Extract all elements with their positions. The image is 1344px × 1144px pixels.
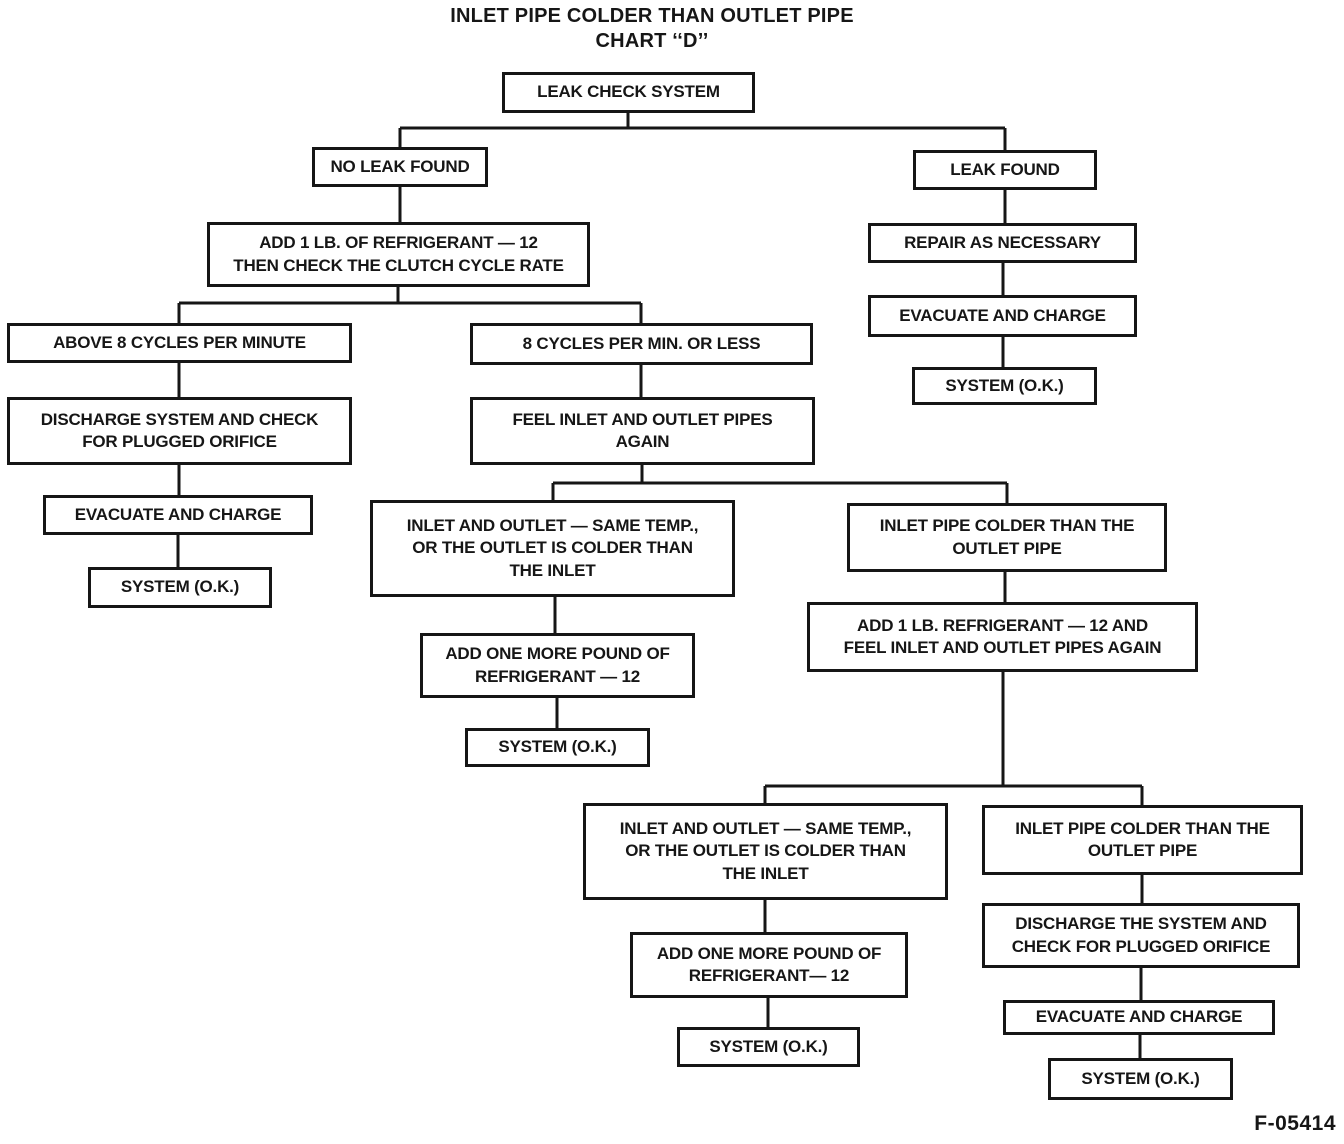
connector-left-chain <box>176 363 181 567</box>
node-system-ok-c: SYSTEM (O.K.) <box>465 728 650 767</box>
connector-leak-check-split <box>398 113 1007 150</box>
chart-title-line1: INLET PIPE COLDER THAN OUTLET PIPE <box>450 5 854 27</box>
node-add-refrigerant-check-clutch: ADD 1 LB. OF REFRIGERANT — 12 THEN CHECK… <box>207 222 590 287</box>
chart-title: INLET PIPE COLDER THAN OUTLET PIPE CHART… <box>392 4 912 54</box>
node-evacuate-and-charge-b: EVACUATE AND CHARGE <box>43 495 313 535</box>
node-eight-cycles-or-less: 8 CYCLES PER MIN. OR LESS <box>470 323 813 365</box>
node-leak-check-system: LEAK CHECK SYSTEM <box>502 72 755 113</box>
node-system-ok-d: SYSTEM (O.K.) <box>677 1027 860 1067</box>
node-system-ok-b: SYSTEM (O.K.) <box>88 567 272 608</box>
connector-clutch-rate-split <box>177 287 643 323</box>
connector-same-temp-a-chain <box>553 597 559 728</box>
node-repair-as-necessary: REPAIR AS NECESSARY <box>868 223 1137 263</box>
node-system-ok-a: SYSTEM (O.K.) <box>912 367 1097 405</box>
node-inlet-outlet-same-temp-a: INLET AND OUTLET — SAME TEMP., OR THE OU… <box>370 500 735 597</box>
connector-feel-split <box>551 465 1009 503</box>
connector-same-temp-b-chain <box>763 900 770 1027</box>
node-above-8-cycles: ABOVE 8 CYCLES PER MINUTE <box>7 323 352 363</box>
connector-add-feel-split <box>763 672 1144 805</box>
node-inlet-outlet-same-temp-b: INLET AND OUTLET — SAME TEMP., OR THE OU… <box>583 803 948 900</box>
node-add-one-more-pound-a: ADD ONE MORE POUND OF REFRIGERANT — 12 <box>420 633 695 698</box>
node-leak-found: LEAK FOUND <box>913 150 1097 190</box>
connector-leak-found-chain <box>1001 190 1007 367</box>
node-no-leak-found: NO LEAK FOUND <box>312 147 488 187</box>
figure-code-label: F-05414 <box>1254 1112 1336 1135</box>
node-inlet-colder-than-outlet-b: INLET PIPE COLDER THAN THE OUTLET PIPE <box>982 805 1303 875</box>
node-evacuate-and-charge-a: EVACUATE AND CHARGE <box>868 295 1137 337</box>
connector-colder-b-chain <box>1138 875 1144 1058</box>
node-feel-inlet-outlet-again: FEEL INLET AND OUTLET PIPES AGAIN <box>470 397 815 465</box>
node-discharge-check-orifice-b: DISCHARGE THE SYSTEM AND CHECK FOR PLUGG… <box>982 903 1300 968</box>
node-system-ok-e: SYSTEM (O.K.) <box>1048 1058 1233 1100</box>
node-add-one-more-pound-b: ADD ONE MORE POUND OF REFRIGERANT— 12 <box>630 932 908 998</box>
node-inlet-colder-than-outlet-a: INLET PIPE COLDER THAN THE OUTLET PIPE <box>847 503 1167 572</box>
chart-title-line2: CHART ‘‘D’’ <box>595 30 709 52</box>
node-add-refrigerant-feel-again: ADD 1 LB. REFRIGERANT — 12 AND FEEL INLE… <box>807 602 1198 672</box>
node-evacuate-and-charge-c: EVACUATE AND CHARGE <box>1003 1000 1275 1035</box>
node-discharge-check-orifice-a: DISCHARGE SYSTEM AND CHECK FOR PLUGGED O… <box>7 397 352 465</box>
